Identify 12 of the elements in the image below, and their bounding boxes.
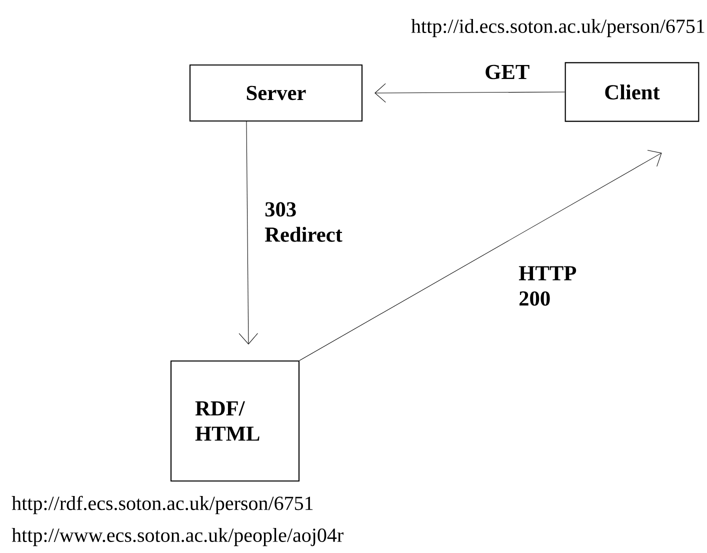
process-box: RDF/ HTML: [170, 360, 300, 482]
process-box: Client: [564, 62, 700, 122]
edge-label: HTTP 200: [518, 266, 576, 306]
process-box: Server: [189, 64, 363, 122]
url-text: http://id.ecs.soton.ac.uk/person/6751: [411, 18, 704, 38]
arrow: [299, 150, 662, 361]
url-text: http://rdf.ecs.soton.ac.uk/person/6751: [12, 496, 313, 514]
edge-label: 303 Redirect: [264, 202, 342, 242]
arrow: [238, 121, 258, 344]
edge-label: GET: [486, 64, 530, 80]
url-text: http://www.ecs.soton.ac.uk/people/aoj04r: [12, 528, 344, 546]
arrow: [374, 83, 566, 103]
